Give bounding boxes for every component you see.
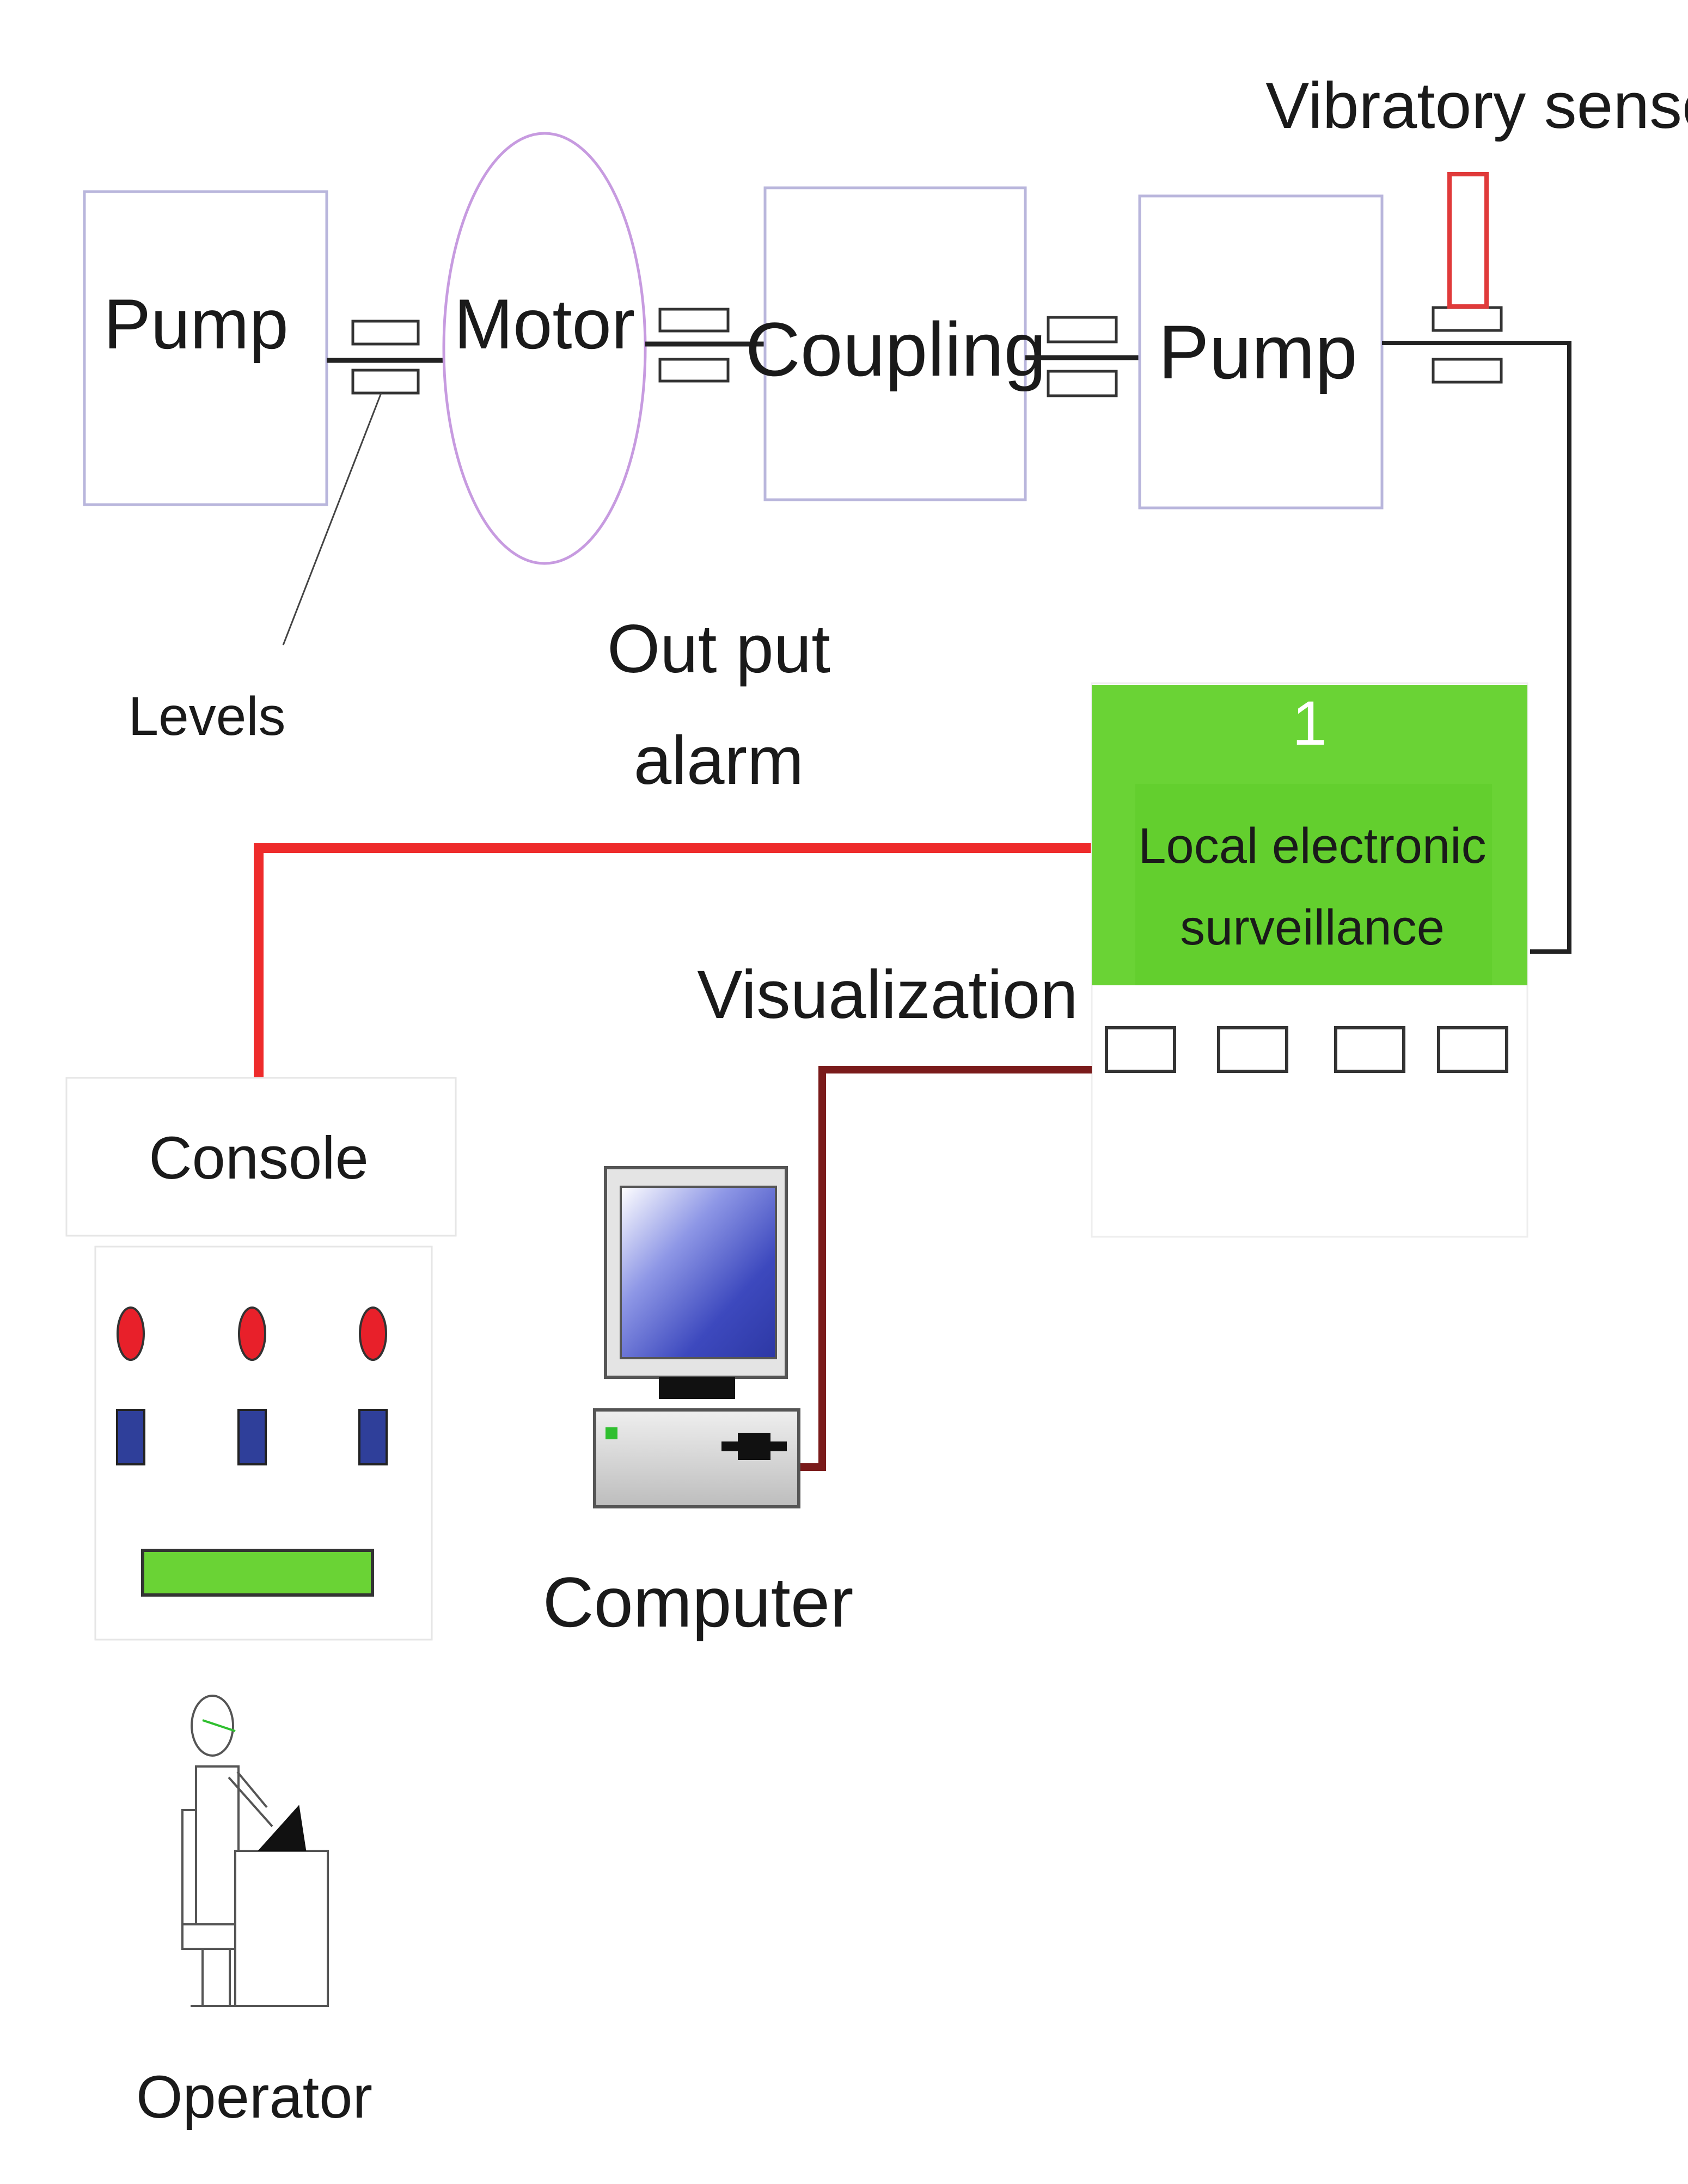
pump-left-label: Pump (103, 284, 289, 364)
levels-pointer (282, 392, 382, 646)
console-button-2 (237, 1409, 267, 1465)
vibratory-sensor (1447, 172, 1489, 309)
console-button-3 (358, 1409, 388, 1465)
alarm-line (254, 843, 1094, 1078)
surveillance-label-line2: surveillance (1180, 900, 1445, 955)
computer-monitor-screen (620, 1186, 777, 1359)
operator-arm (228, 1776, 273, 1827)
output-alarm-label-line1: Out put (607, 611, 830, 687)
coupling-label: Coupling (745, 306, 1047, 392)
indicator-lamp-3 (359, 1306, 387, 1361)
levels-label: Levels (128, 686, 285, 747)
console-button-1 (116, 1409, 145, 1465)
operator-chair-post (201, 1948, 231, 2007)
operator-torso (195, 1765, 240, 1925)
computer-monitor-stand (659, 1377, 735, 1399)
pump-right-label: Pump (1158, 309, 1357, 395)
bearing-right-bottom (1432, 358, 1503, 384)
computer-power-led (606, 1427, 617, 1439)
surveillance-slot-2 (1217, 1026, 1288, 1073)
bearing-left-top (351, 320, 420, 346)
operator-headset (202, 1719, 236, 1732)
operator-label: Operator (136, 2064, 372, 2131)
surveillance-slot-1 (1105, 1026, 1176, 1073)
visualization-line (798, 1066, 1092, 1471)
bearing-left-bottom (351, 369, 420, 395)
surveillance-inner-panel (1135, 784, 1492, 985)
visualization-label: Visualization (697, 957, 1078, 1033)
surveillance-slot-3 (1334, 1026, 1405, 1073)
motor-ellipse (442, 132, 647, 565)
operator-figure (181, 1695, 329, 2007)
computer-label: Computer (543, 1562, 854, 1642)
operator-arm-lower (236, 1771, 268, 1808)
bearing-coupling-bottom (1047, 370, 1118, 397)
surveillance-slot-4 (1437, 1026, 1508, 1073)
bearing-motor-top (658, 308, 730, 333)
indicator-lamp-2 (238, 1306, 266, 1361)
console-header (65, 1077, 457, 1237)
operator-terminal (258, 1805, 307, 1851)
bearing-coupling-top (1047, 316, 1118, 343)
console-display-bar (141, 1549, 374, 1597)
sensor-signal-line (1382, 341, 1571, 954)
computer-icon (593, 1166, 800, 1508)
computer-drive-button (738, 1433, 770, 1460)
vibratory-sensor-label: Vibratory sensor (1265, 69, 1688, 142)
operator-head (191, 1695, 234, 1757)
indicator-lamp-1 (117, 1306, 145, 1361)
operator-chair-seat (181, 1923, 238, 1950)
motor-label: Motor (454, 284, 635, 364)
pump-left-box (83, 190, 328, 506)
console-label: Console (149, 1125, 369, 1192)
surveillance-number: 1 (1292, 689, 1327, 758)
output-alarm-label-line2: alarm (634, 723, 804, 799)
bearing-right-top (1432, 306, 1503, 332)
surveillance-label-line1: Local electronic (1138, 818, 1486, 874)
bearing-motor-bottom (658, 358, 730, 383)
coupling-box (763, 186, 1027, 501)
pump-right-box (1138, 194, 1384, 510)
operator-desk (234, 1850, 329, 2007)
